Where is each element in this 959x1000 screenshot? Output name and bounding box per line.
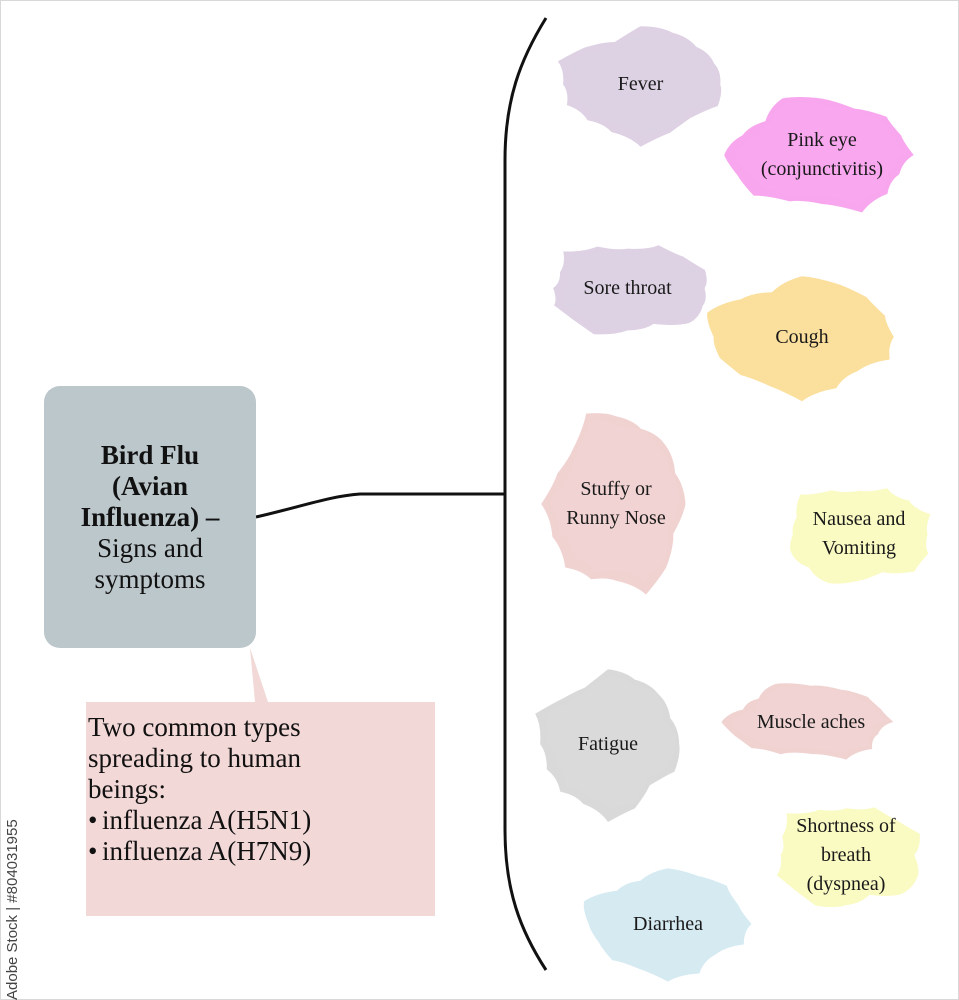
sore-throat-blob <box>553 245 707 335</box>
shortness-of-breath-label-line: breath <box>821 843 871 866</box>
note-line: spreading to human <box>88 743 301 773</box>
diarrhea-label-line: Diarrhea <box>633 912 703 935</box>
cough-label: Cough <box>697 272 907 402</box>
muscle-aches-label: Muscle aches <box>716 680 906 764</box>
types-note-box: Two common types spreading to human bein… <box>86 702 435 916</box>
shortness-of-breath-label-line: Shortness of <box>796 814 896 837</box>
note-bullet-item: •influenza A(H5N1) <box>88 805 435 836</box>
stuffy-nose-blob <box>541 413 686 595</box>
pink-eye-label: Pink eye (conjunctivitis) <box>716 92 928 218</box>
shortness-of-breath-label: Shortness of breath (dyspnea) <box>762 796 930 914</box>
nausea-blob <box>790 488 931 584</box>
bullet-icon: • <box>88 805 98 835</box>
main-title-line: (Avian <box>111 470 188 501</box>
fatigue-blob <box>535 669 680 822</box>
sore-throat-label: Sore throat <box>536 236 719 340</box>
fever-label-line: Fever <box>617 73 664 95</box>
cough-blob <box>707 276 894 402</box>
shortness-of-breath-blob <box>776 807 920 908</box>
pink-eye-label-line: Pink eye <box>787 129 857 151</box>
note-bullet-text: influenza A(H5N1) <box>102 805 312 835</box>
main-connector <box>255 492 505 519</box>
stuffy-nose-label-line: Stuffy or <box>580 478 652 500</box>
nausea-label-line: Vomiting <box>821 537 897 559</box>
pink-eye-label-line: (conjunctivitis) <box>760 158 884 180</box>
stuffy-nose-label: Stuffy or Runny Nose <box>536 404 696 604</box>
shortness-of-breath-label-line: (dyspnea) <box>806 872 886 895</box>
main-subtitle-line: symptoms <box>94 563 206 594</box>
stock-watermark: Adobe Stock | #804031955 <box>4 819 21 1000</box>
diarrhea-blob <box>583 868 752 982</box>
bullet-icon: • <box>88 836 98 866</box>
fatigue-label: Fatigue <box>528 664 688 824</box>
fever-label: Fever <box>548 22 733 147</box>
muscle-aches-blob <box>721 683 894 760</box>
sore-throat-label-line: Sore throat <box>583 276 672 299</box>
note-callout-pointer <box>250 648 268 702</box>
fever-blob <box>557 26 722 147</box>
pink-eye-blob <box>724 96 914 213</box>
note-bullet-item: •influenza A(H7N9) <box>88 836 435 867</box>
main-subtitle-line: Signs and <box>97 532 203 563</box>
stuffy-nose-label-line: Runny Nose <box>566 507 666 529</box>
main-topic-box: Bird Flu (Avian Influenza) – Signs and s… <box>44 386 256 648</box>
diarrhea-label: Diarrhea <box>576 864 760 984</box>
muscle-aches-label-line: Muscle aches <box>756 710 866 733</box>
nausea-label-line: Nausea and <box>812 508 906 530</box>
note-line: beings: <box>88 774 166 804</box>
note-line: Two common types <box>88 712 301 742</box>
main-title-line: Bird Flu <box>100 439 200 470</box>
main-title-line: Influenza) – <box>80 501 220 532</box>
symptom-bracket <box>503 17 548 971</box>
note-bullet-text: influenza A(H7N9) <box>102 836 312 866</box>
cough-label-line: Cough <box>775 325 829 348</box>
fatigue-label-line: Fatigue <box>578 732 638 755</box>
